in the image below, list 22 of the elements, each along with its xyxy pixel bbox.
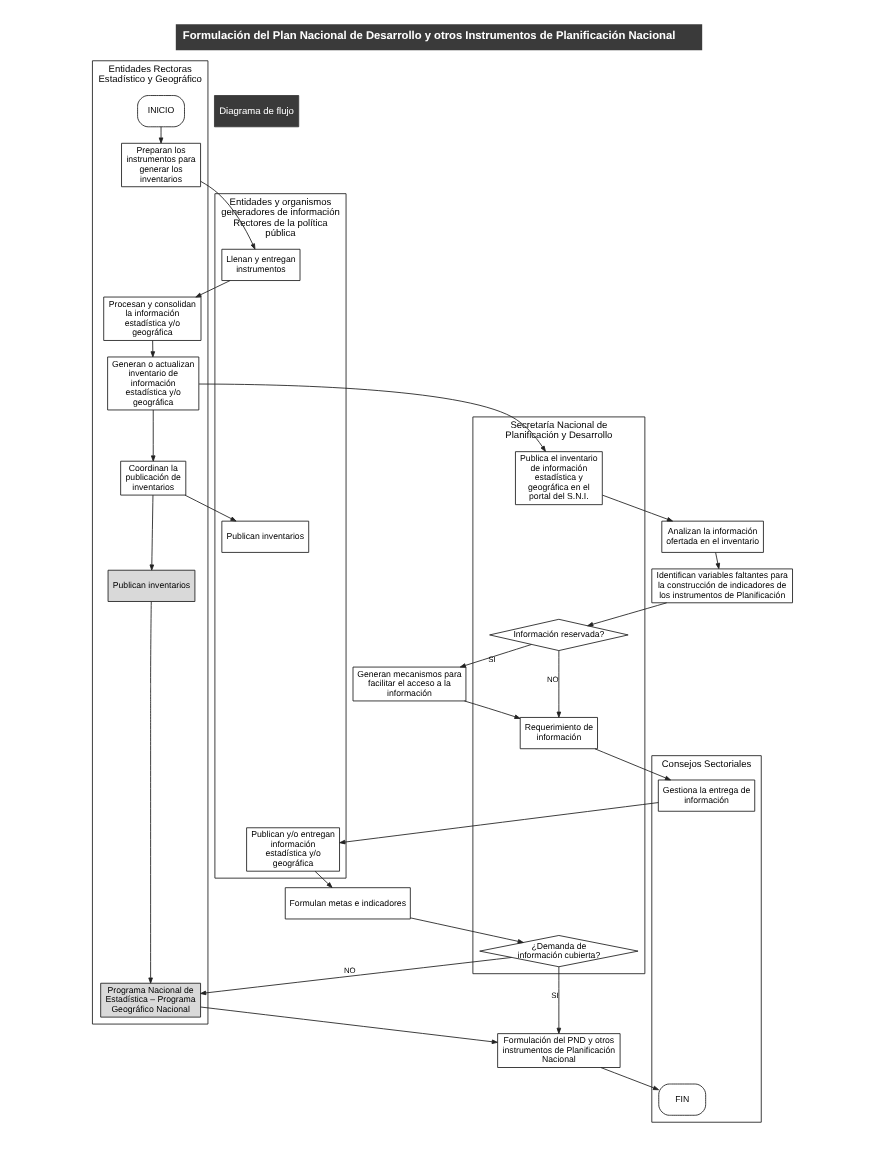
- arrow: [556, 650, 562, 718]
- arrow: [602, 494, 673, 522]
- arrow: [594, 748, 671, 781]
- arrow: [198, 383, 546, 452]
- arrow: [464, 700, 521, 719]
- arrow: [149, 494, 155, 571]
- arrow: [556, 966, 562, 1034]
- arrow: [339, 802, 659, 845]
- arrow: [715, 552, 721, 570]
- arrow: [587, 602, 668, 627]
- arrow: [314, 870, 333, 888]
- arrow: [195, 280, 231, 298]
- arrow: [184, 494, 237, 522]
- arrow: [600, 1067, 660, 1091]
- arrow: [150, 409, 156, 462]
- arrow: [150, 340, 156, 358]
- arrow: [200, 1006, 498, 1044]
- arrow: [459, 644, 532, 668]
- arrow: [158, 126, 164, 144]
- arrow: [148, 601, 153, 984]
- arrow: [200, 957, 513, 996]
- arrow: [410, 917, 524, 944]
